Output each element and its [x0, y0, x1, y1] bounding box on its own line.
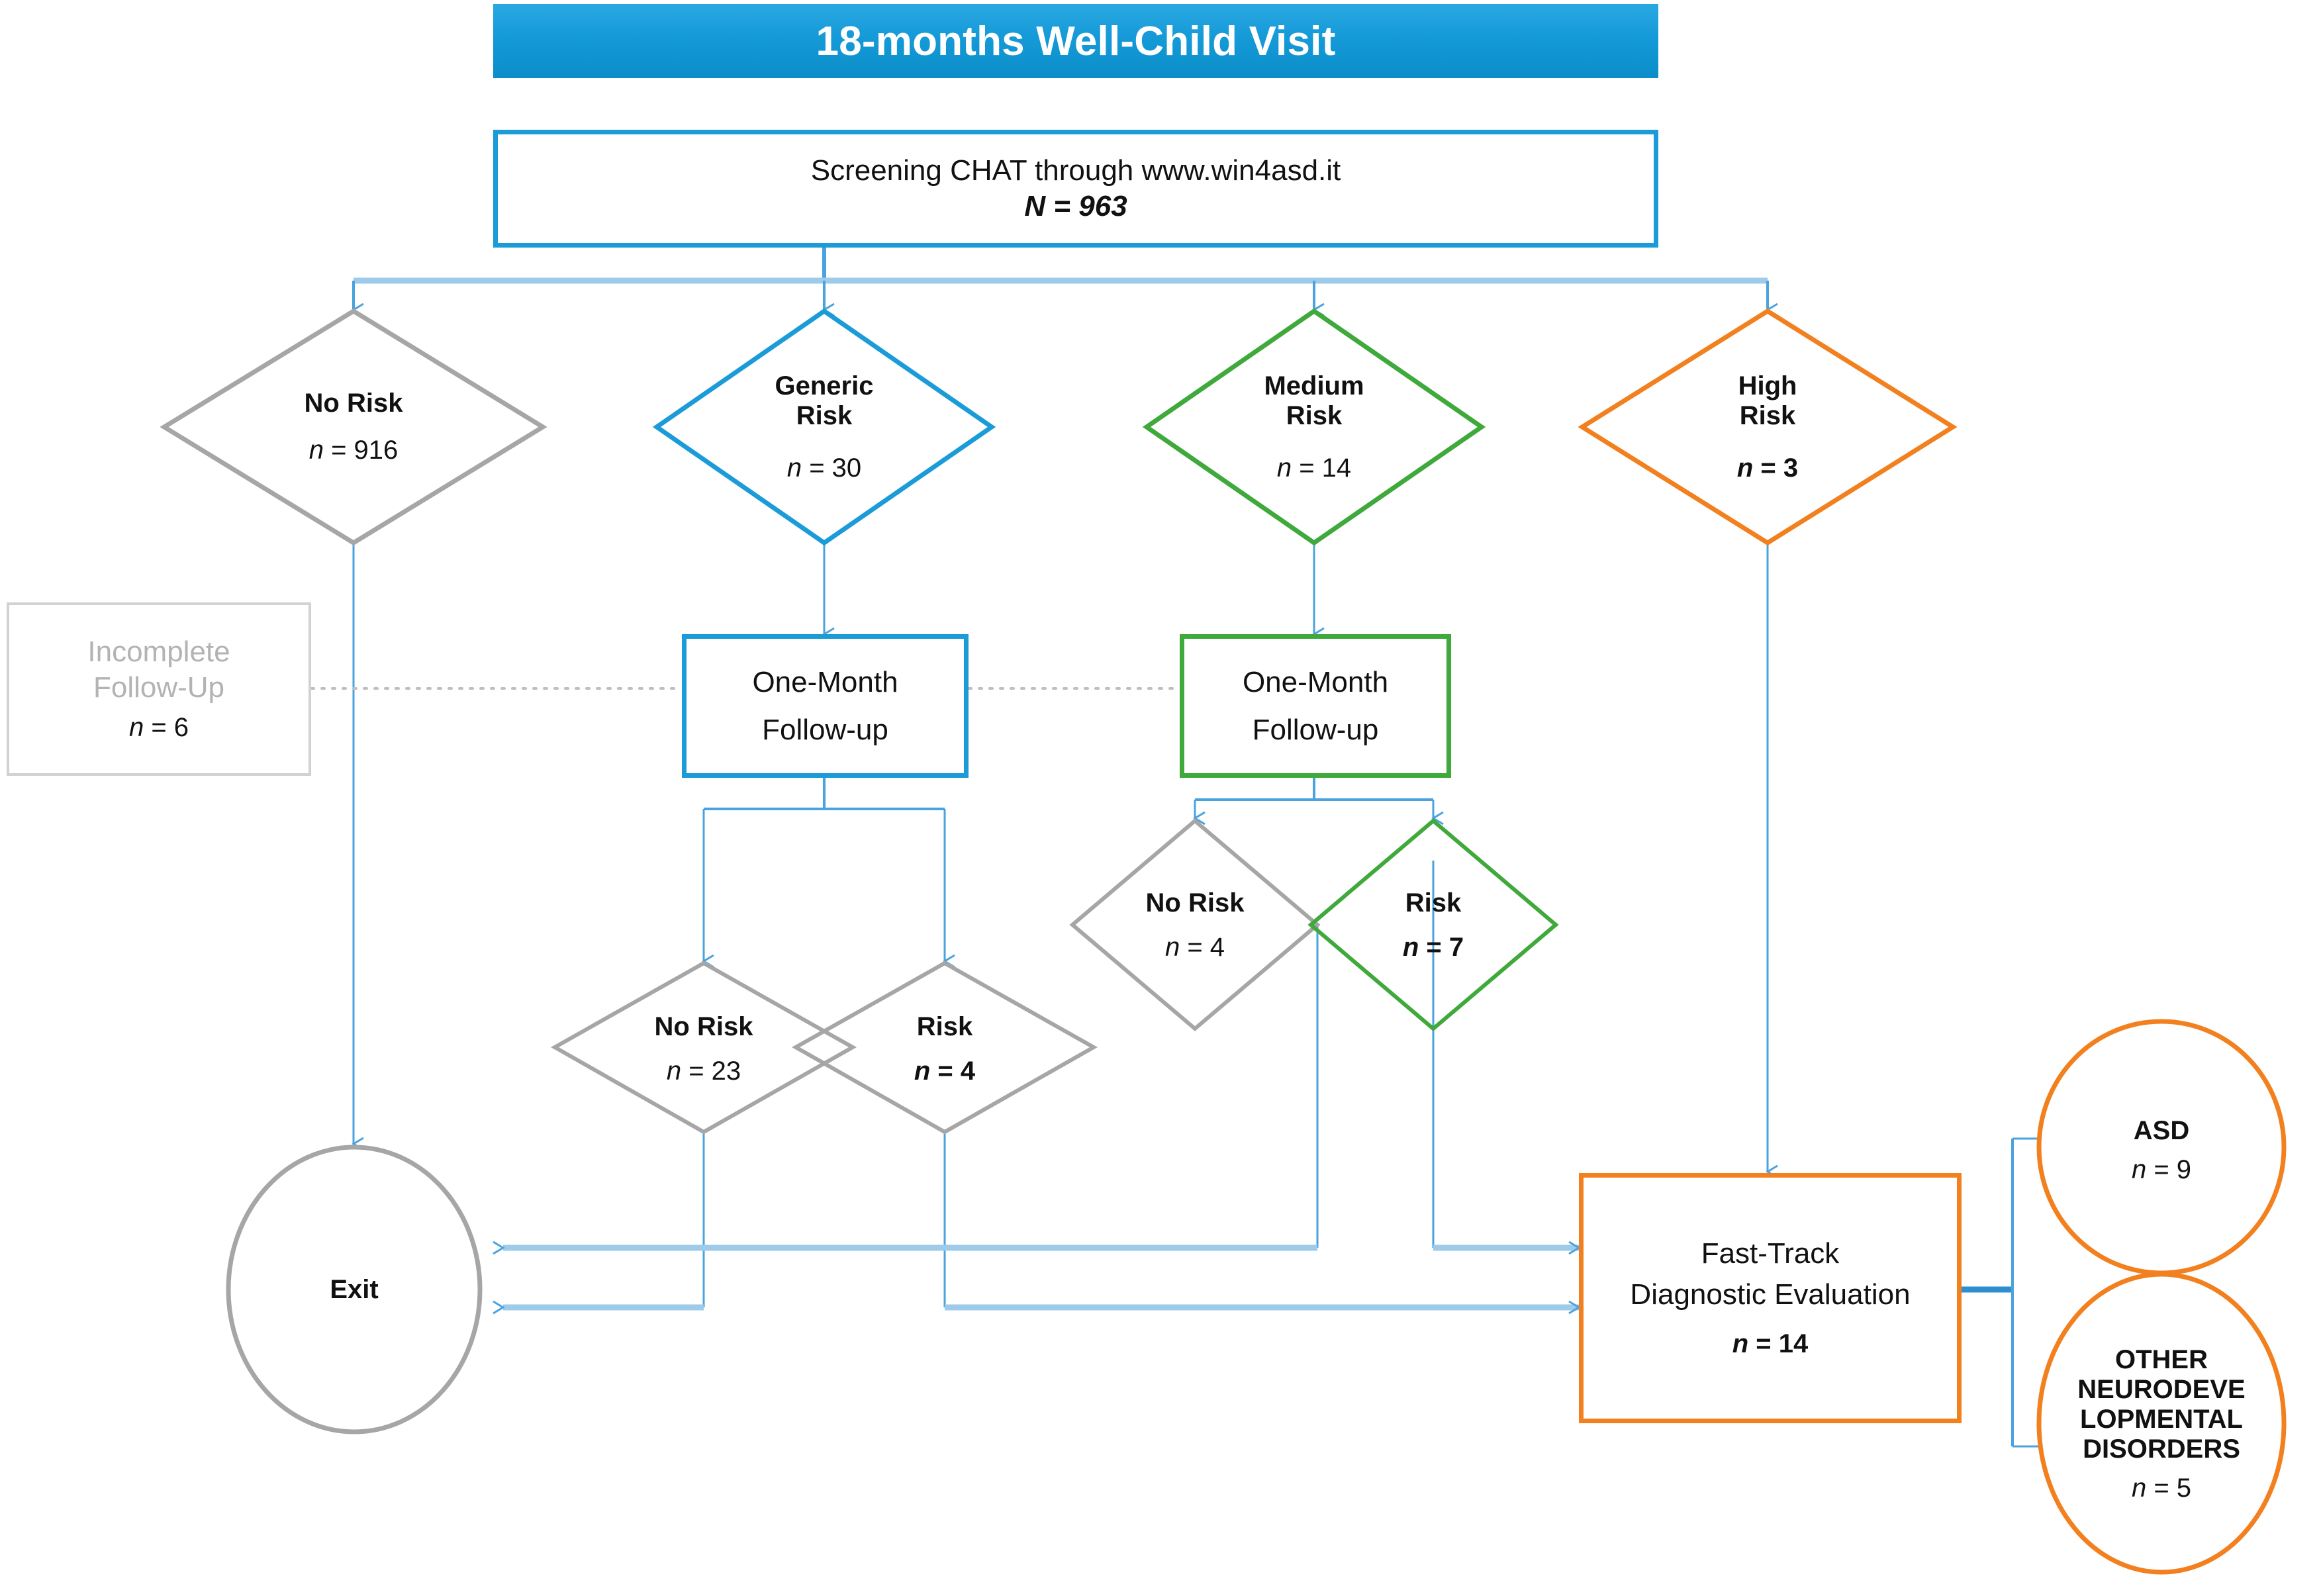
screening-total: N = 963	[1024, 190, 1127, 222]
followup-box-generic: One-Month Follow-up	[682, 634, 969, 778]
screening-line1: Screening CHAT through www.win4asd.it	[810, 154, 1341, 187]
other-nd-line4: DISORDERS	[2083, 1434, 2240, 1464]
screening-box: Screening CHAT through www.win4asd.it N …	[493, 130, 1658, 248]
diamond-no-risk	[160, 308, 547, 546]
diamond-fu-no-risk-4	[1069, 818, 1321, 1031]
asd-title: ASD	[2133, 1116, 2190, 1145]
other-nd-count: n = 5	[2131, 1473, 2192, 1503]
asd-label: ASD n = 9	[2042, 1104, 2281, 1197]
incomplete-line1: Incomplete	[87, 635, 230, 668]
ellipse-exit	[226, 1145, 483, 1434]
diamond-generic-risk	[652, 308, 996, 546]
page-title-text: 18-months Well-Child Visit	[816, 18, 1336, 64]
followup-line1: One-Month	[752, 665, 898, 698]
incomplete-line2: Follow-Up	[93, 671, 225, 704]
followup-line2: Follow-up	[1252, 713, 1379, 746]
other-nd-label: OTHER NEURODEVE LOPMENTAL DISORDERS n = …	[2042, 1309, 2281, 1538]
followup-box-medium: One-Month Follow-up	[1180, 634, 1451, 778]
fasttrack-line1: Fast-Track	[1701, 1237, 1840, 1270]
diamond-fu-no-risk-23	[550, 961, 857, 1135]
incomplete-count: n = 6	[128, 713, 189, 743]
followup-line1: One-Month	[1242, 665, 1389, 698]
incomplete-followup-box: Incomplete Follow-Up n = 6	[7, 602, 311, 776]
other-nd-line3: LOPMENTAL	[2080, 1404, 2243, 1434]
other-nd-line2: NEURODEVE	[2077, 1374, 2246, 1404]
asd-count: n = 9	[2131, 1155, 2192, 1184]
exit-label: Exit	[228, 1263, 480, 1316]
page-title: 18-months Well-Child Visit	[493, 4, 1658, 78]
fasttrack-box: Fast-Track Diagnostic Evaluation n = 14	[1579, 1173, 1962, 1423]
fasttrack-line2: Diagnostic Evaluation	[1630, 1278, 1911, 1311]
diamond-fu-risk-4	[791, 961, 1098, 1135]
ellipse-other-nd	[2036, 1272, 2287, 1575]
fasttrack-count: n = 14	[1732, 1329, 1809, 1359]
other-nd-line1: OTHER	[2115, 1344, 2208, 1374]
diamond-fu-risk-7	[1307, 818, 1559, 1031]
diamond-high-risk	[1578, 308, 1958, 546]
exit-text: Exit	[330, 1274, 379, 1304]
diamond-medium-risk	[1142, 308, 1486, 546]
followup-line2: Follow-up	[762, 713, 888, 746]
